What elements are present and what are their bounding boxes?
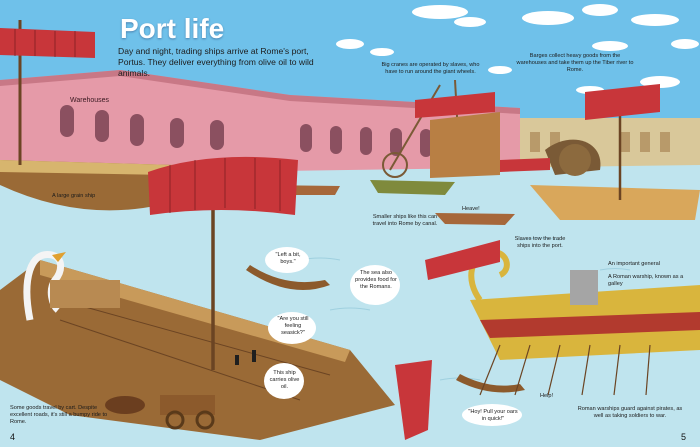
page-title: Port life — [120, 13, 225, 44]
page-number-right: 5 — [681, 432, 687, 442]
bubble-seasick: "Are you still feeling seasick?" — [277, 316, 309, 336]
label-cranes: Big cranes are operated by slaves, who h… — [381, 62, 480, 75]
label-slaves-tow: Slaves tow the trade ships into the port… — [514, 236, 566, 249]
label-olive-oil: This ship carries olive oil. — [269, 370, 300, 390]
label-heave: Heave! — [462, 206, 480, 212]
grain-ship — [0, 20, 175, 211]
bubble-left-boys: "Left a bit, boys." — [275, 252, 301, 265]
label-sea-food: The sea also provides food for the Roman… — [355, 270, 397, 290]
bubble-pull-oars: "Hoy! Pull your oars in quick!" — [468, 409, 518, 422]
fishing-boat — [456, 374, 525, 393]
label-warship: A Roman warship, known as a galley — [608, 274, 684, 287]
label-goods-cart: Some goods travel by cart. Despite excel… — [10, 405, 108, 425]
label-barges: Barges collect heavy goods from the ware… — [516, 53, 634, 73]
label-smaller-ships: Smaller ships like this can travel into … — [372, 214, 438, 227]
label-warships-guard: Roman warships guard against pirates, as… — [577, 406, 683, 419]
label-grain-ship: A large grain ship — [52, 193, 96, 199]
center-ships — [260, 92, 500, 195]
page-number-left: 4 — [10, 432, 16, 442]
roman-galley — [425, 240, 700, 396]
clouds — [336, 4, 699, 94]
barge-right — [500, 84, 700, 220]
rowing-boat — [246, 265, 330, 290]
intro-paragraph: Day and night, trading ships arrive at R… — [118, 46, 314, 78]
bubble-help: Help! — [540, 393, 554, 399]
label-general: An important general — [608, 261, 660, 267]
canal-ship — [435, 213, 515, 225]
label-warehouses: Warehouses — [70, 97, 110, 104]
ox-cart — [105, 395, 215, 430]
